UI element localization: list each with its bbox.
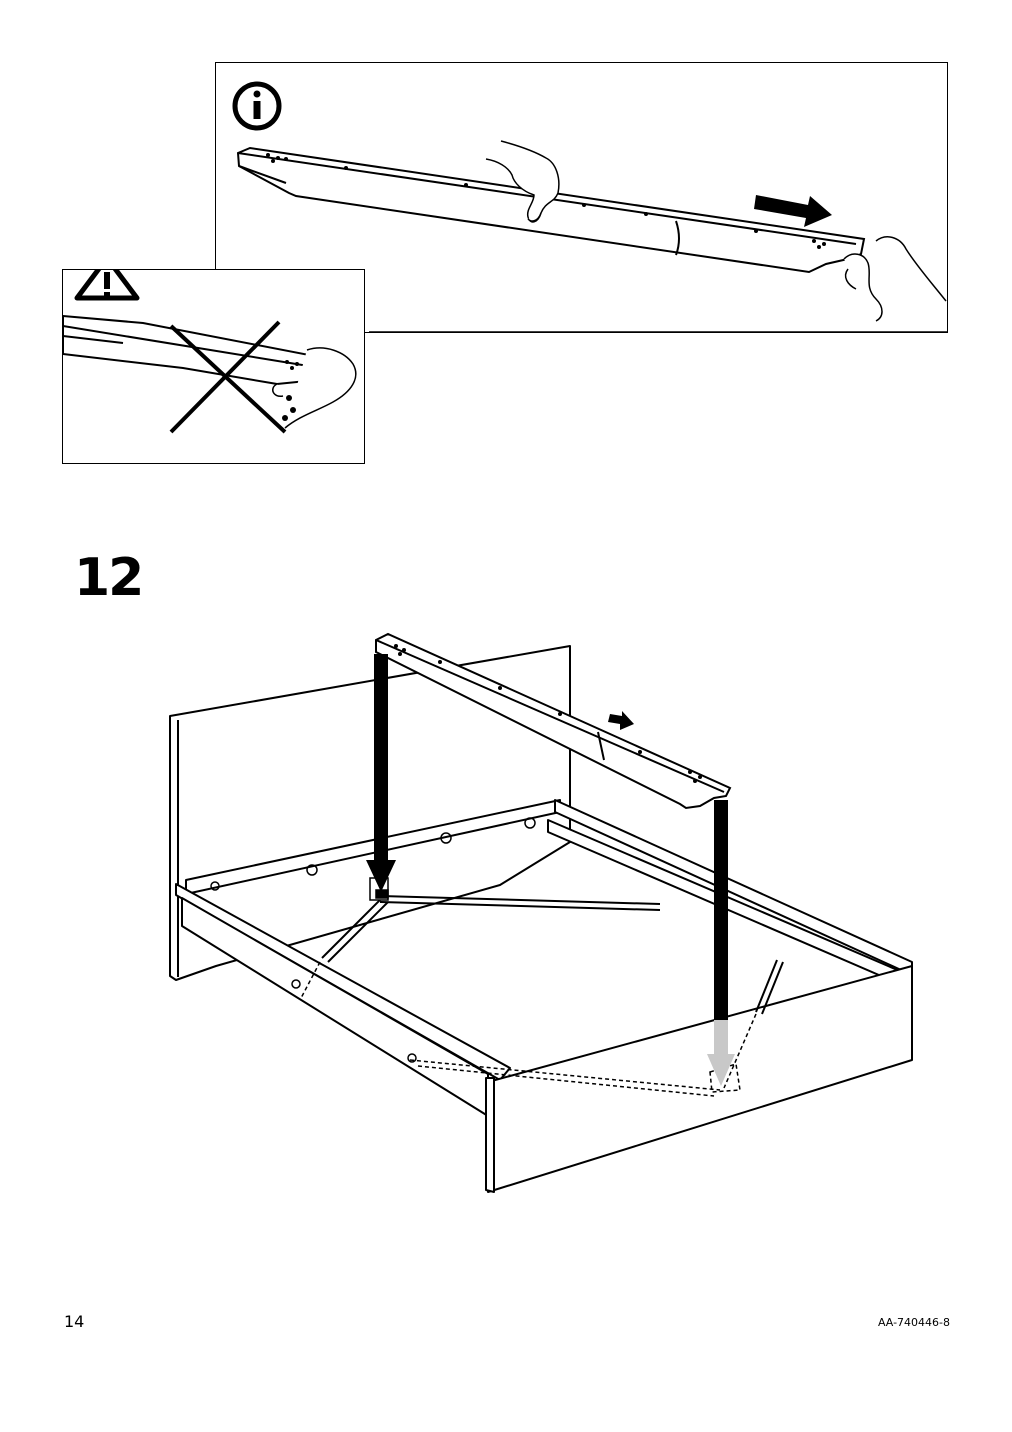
hand-right xyxy=(843,236,947,322)
blood-drops xyxy=(282,395,296,421)
step-number: 12 xyxy=(74,548,144,608)
footboard-edge xyxy=(485,1077,495,1193)
arrow-right-icon xyxy=(754,195,832,227)
support-legs xyxy=(321,895,784,1015)
cross-out-icon xyxy=(169,320,287,434)
main-beam-holes xyxy=(394,644,702,783)
right-rail xyxy=(554,799,913,976)
warning-panel xyxy=(62,269,365,464)
document-code: AA-740446-8 xyxy=(877,1316,950,1329)
extend-beam-illustration xyxy=(232,81,947,322)
info-icon xyxy=(232,81,282,131)
rail-holes xyxy=(210,817,536,1063)
arrow-right-icon xyxy=(608,711,634,730)
hand-left xyxy=(485,140,560,223)
hidden-lines xyxy=(299,961,757,1097)
headboard xyxy=(169,645,571,981)
arrow-down-right-icon xyxy=(707,800,735,1086)
arrow-down-left-icon xyxy=(366,654,396,892)
page-number: 14 xyxy=(64,1312,85,1331)
center-beam-main xyxy=(375,632,732,810)
pinch-warning-illustration xyxy=(63,270,357,434)
pinched-hand xyxy=(272,347,357,429)
beam-holes xyxy=(266,153,826,249)
warning-triangle-icon xyxy=(74,270,140,301)
